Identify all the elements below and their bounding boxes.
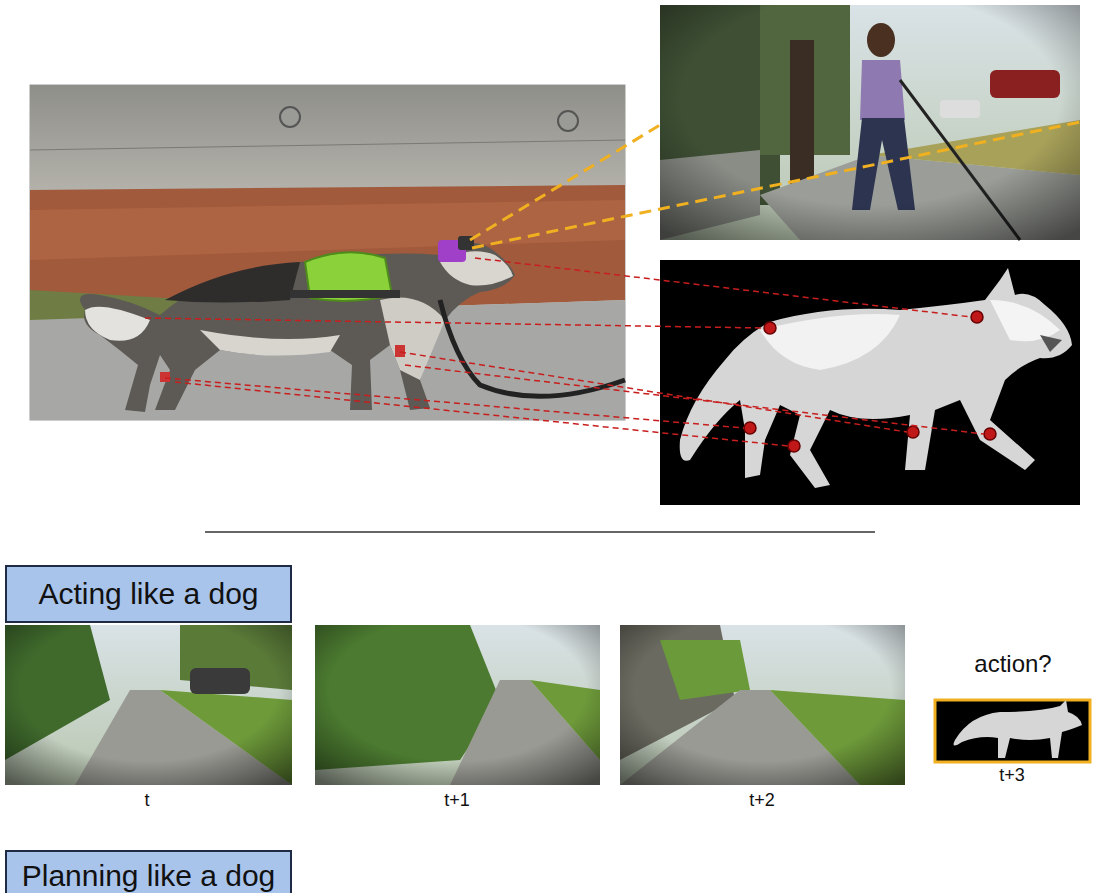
time-label: t (144, 790, 149, 812)
title-box: Planning like a dog (5, 850, 292, 893)
frame-t (5, 625, 292, 785)
title-box: Acting like a dog (5, 565, 292, 623)
egocentric-photo (660, 5, 1080, 240)
frame-t3 (935, 700, 1090, 762)
time-label: t+2 (749, 790, 775, 812)
correspondence-lines (145, 258, 984, 446)
question-label: action? (974, 650, 1051, 679)
time-label: t+1 (444, 790, 470, 812)
view-lines (470, 122, 1080, 248)
frame-t1 (315, 625, 600, 785)
dog-render (660, 260, 1080, 505)
box-title: Planning like a dog (22, 858, 276, 893)
time-label: t+3 (999, 765, 1025, 787)
box-title: Acting like a dog (38, 576, 258, 612)
separator (205, 531, 875, 533)
frame-t2 (620, 625, 905, 785)
dog-photo (30, 85, 625, 420)
